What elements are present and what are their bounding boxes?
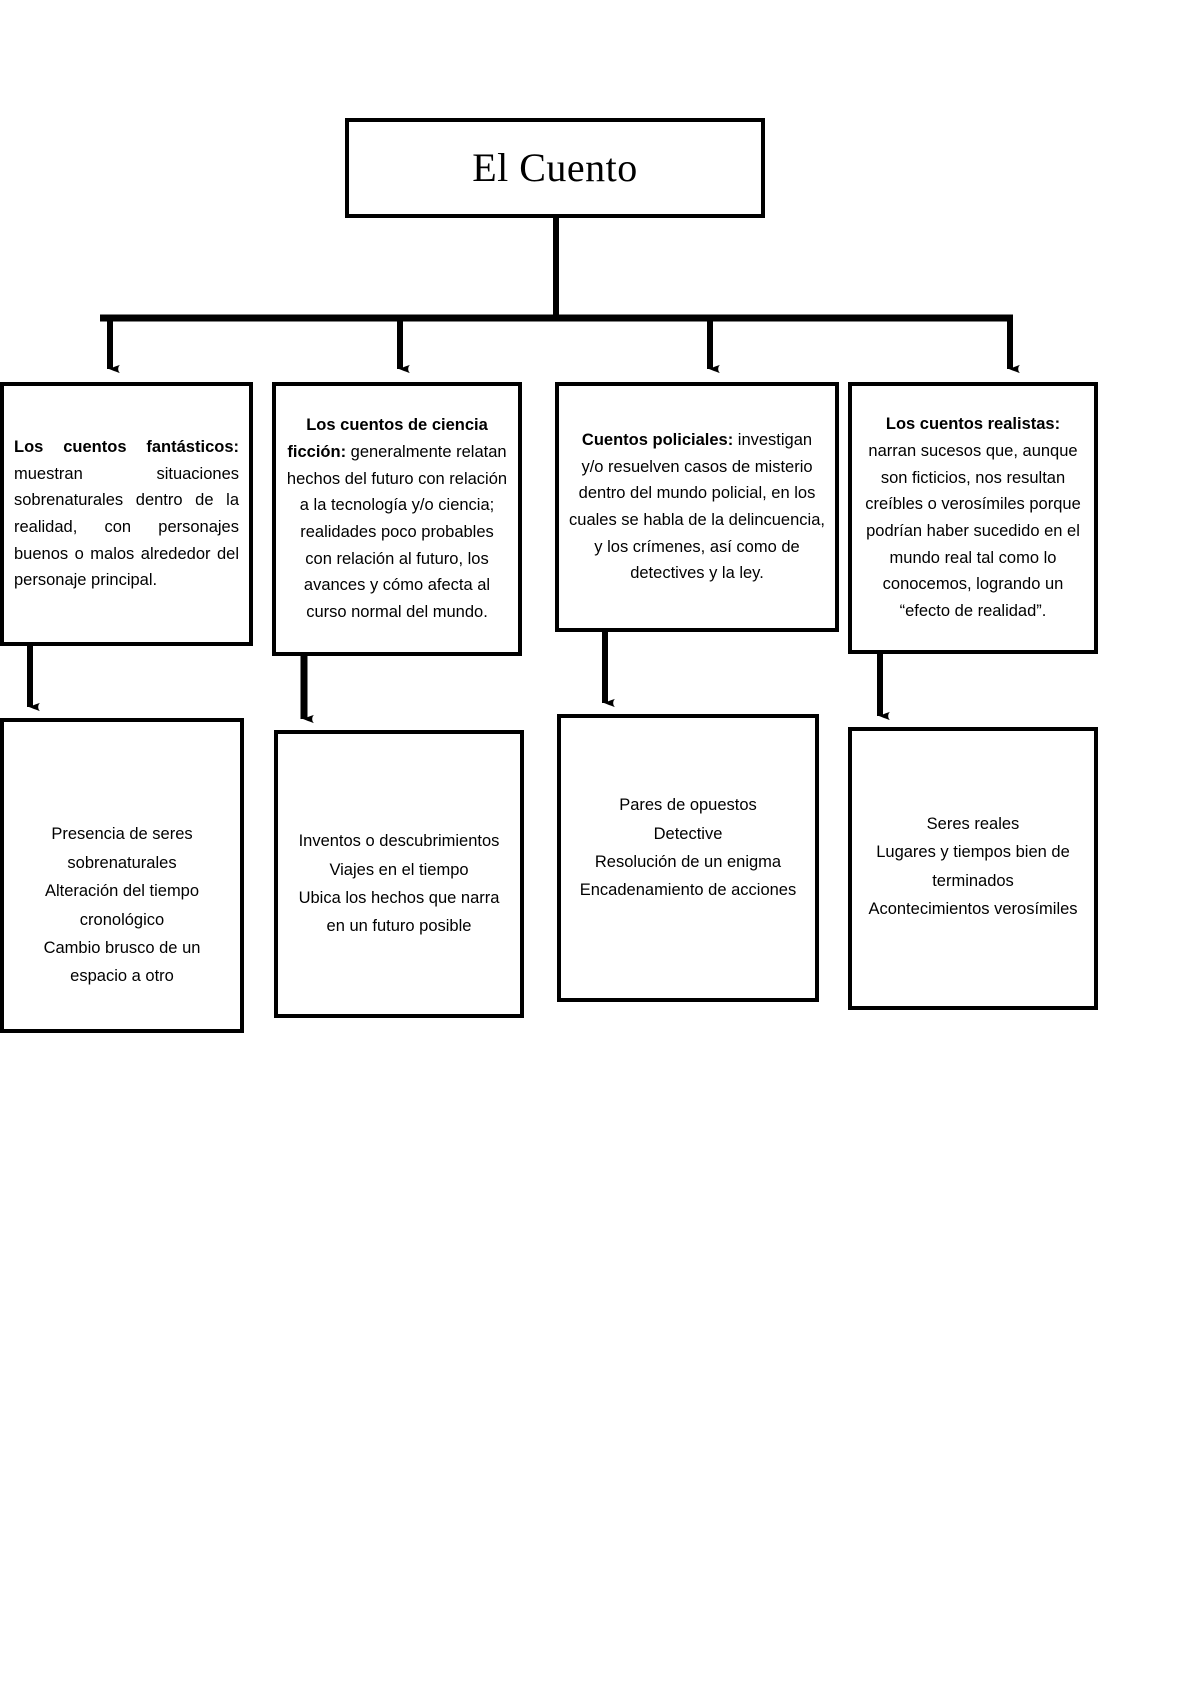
category-box-policiales[interactable]: Cuentos policiales: investigan y/o resue… (555, 382, 839, 632)
category-box-ciencia-ficcion[interactable]: Los cuentos de ciencia ficción: generalm… (272, 382, 522, 656)
category-box-policiales-text: Cuentos policiales: investigan y/o resue… (569, 427, 825, 587)
category-box-realistas-text: Los cuentos realistas: narran sucesos qu… (862, 411, 1084, 625)
category-text-ciencia-ficcion: generalmente relatan hechos del futuro c… (286, 442, 508, 622)
category-box-fantasticos-text: Los cuentos fantásticos: muestran situac… (14, 434, 239, 594)
root-node-title: El Cuento (472, 145, 638, 190)
category-text-realistas: narran sucesos que, aunque son ficticios… (865, 441, 1081, 621)
category-box-ciencia-ficcion-text: Los cuentos de ciencia ficción: generalm… (286, 412, 508, 626)
category-lead-ciencia-ficcion: Los cuentos de ciencia ficción: (287, 416, 488, 461)
category-text-policiales: investigan y/o resuelven casos de mister… (569, 430, 825, 583)
category-lead-policiales: Cuentos policiales: (581, 430, 734, 449)
category-lead-fantasticos: Los cuentos fantásticos: (14, 437, 239, 456)
category-text-fantasticos: muestran situaciones sobrenaturales dent… (14, 464, 239, 590)
category-box-fantasticos[interactable]: Los cuentos fantásticos: muestran situac… (0, 382, 253, 646)
root-node-el-cuento[interactable]: El Cuento (345, 118, 765, 218)
category-lead-realistas: Los cuentos realistas: (885, 415, 1061, 434)
category-box-realistas[interactable]: Los cuentos realistas: narran sucesos qu… (848, 382, 1098, 654)
